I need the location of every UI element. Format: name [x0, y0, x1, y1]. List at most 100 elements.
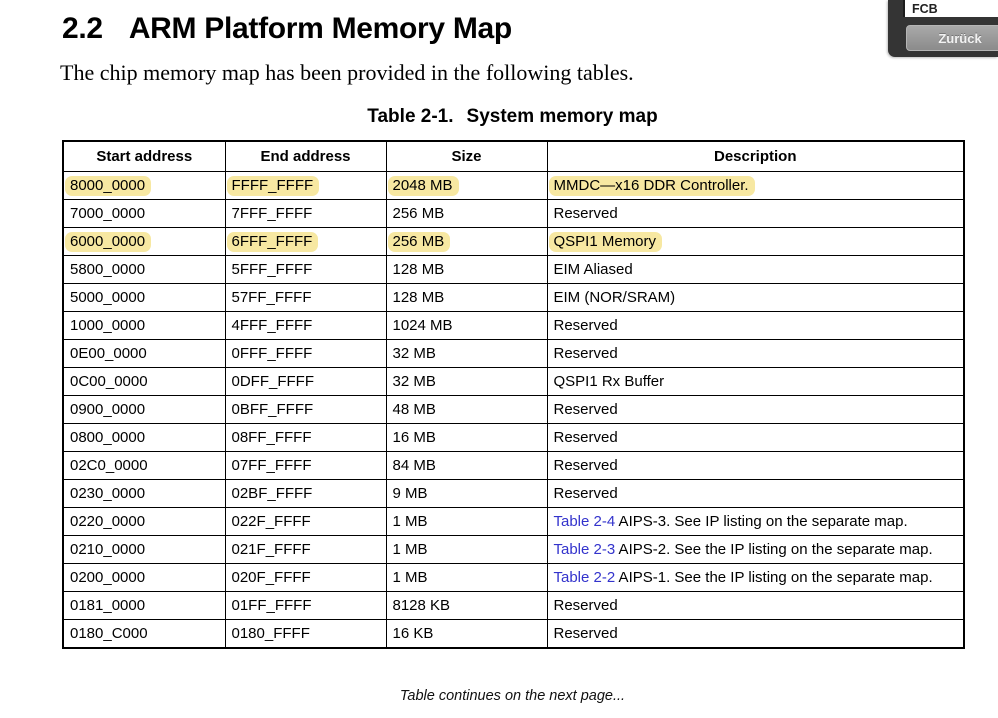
highlight: 2048 MB — [387, 176, 459, 196]
size-cell: 16 KB — [385, 619, 548, 649]
section-heading: 2.2 ARM Platform Memory Map — [62, 12, 512, 46]
start-address-cell: 0210_0000 — [62, 535, 226, 564]
start-address-cell: 6000_0000 — [62, 227, 226, 256]
end-address-cell: 4FFF_FFFF — [224, 311, 387, 340]
section-number: 2.2 — [62, 12, 103, 45]
description-cell: Reserved — [546, 395, 965, 424]
fcb-field[interactable]: FCB — [903, 0, 998, 17]
start-address-cell: 7000_0000 — [62, 199, 226, 228]
description-cell: Reserved — [546, 311, 965, 340]
highlight: FFFF_FFFF — [226, 176, 320, 196]
size-cell: 1 MB — [385, 507, 548, 536]
end-address-cell: 6FFF_FFFF — [224, 227, 387, 256]
size-cell: 8128 KB — [385, 591, 548, 620]
highlight: QSPI1 Memory — [548, 232, 663, 252]
description-cell: EIM (NOR/SRAM) — [546, 283, 965, 312]
start-address-cell: 0E00_0000 — [62, 339, 226, 368]
continuation-note: Table continues on the next page... — [399, 688, 626, 704]
size-cell: 128 MB — [385, 255, 548, 284]
description-cell: Reserved — [546, 199, 965, 228]
highlight: MMDC—x16 DDR Controller. — [548, 176, 755, 196]
header-row: Start address End address Size Descripti… — [62, 140, 965, 172]
description-cell: Reserved — [546, 423, 965, 452]
column-header-description: Description — [546, 140, 965, 172]
section-title: ARM Platform Memory Map — [128, 12, 512, 45]
start-address-cell: 0230_0000 — [62, 479, 226, 508]
description-cell: Reserved — [546, 619, 965, 649]
start-address-cell: 0C00_0000 — [62, 367, 226, 396]
column-header-start-address: Start address — [62, 140, 226, 172]
size-cell: 16 MB — [385, 423, 548, 452]
end-address-cell: 01FF_FFFF — [224, 591, 387, 620]
start-address-cell: 5800_0000 — [62, 255, 226, 284]
end-address-cell: 08FF_FFFF — [224, 423, 387, 452]
highlight: 6FFF_FFFF — [226, 232, 319, 252]
intro-paragraph: The chip memory map has been provided in… — [60, 60, 634, 85]
start-address-cell: 0800_0000 — [62, 423, 226, 452]
end-address-cell: 0180_FFFF — [224, 619, 387, 649]
size-cell: 32 MB — [385, 367, 548, 396]
size-cell: 32 MB — [385, 339, 548, 368]
table-cross-reference-link[interactable]: Table 2-3 — [553, 541, 616, 558]
end-address-cell: 0FFF_FFFF — [224, 339, 387, 368]
end-address-cell: 57FF_FFFF — [224, 283, 387, 312]
description-cell: Reserved — [546, 339, 965, 368]
description-cell: Reserved — [546, 591, 965, 620]
description-cell: Table 2-3 AIPS-2. See the IP listing on … — [546, 535, 965, 564]
end-address-cell: 02BF_FFFF — [224, 479, 387, 508]
description-cell: MMDC—x16 DDR Controller. — [546, 171, 965, 200]
start-address-cell: 8000_0000 — [62, 171, 226, 200]
description-cell: QSPI1 Rx Buffer — [546, 367, 965, 396]
column-header-end-address: End address — [224, 140, 387, 172]
size-cell: 2048 MB — [385, 171, 548, 200]
start-address-cell: 0180_C000 — [62, 619, 226, 649]
description-cell: Table 2-2 AIPS-1. See the IP listing on … — [546, 563, 965, 592]
table-caption: Table 2-1.System memory map — [62, 106, 963, 128]
end-address-cell: 07FF_FFFF — [224, 451, 387, 480]
highlight: 256 MB — [387, 232, 451, 252]
end-address-cell: 0BFF_FFFF — [224, 395, 387, 424]
table-cross-reference-link[interactable]: Table 2-2 — [553, 569, 616, 586]
size-cell: 1 MB — [385, 535, 548, 564]
highlight: 6000_0000 — [65, 232, 152, 252]
column-header-size: Size — [385, 140, 548, 172]
overlay-panel: FCB Zurück — [888, 0, 998, 57]
description-cell: Reserved — [546, 479, 965, 508]
description-cell: Table 2-4 AIPS-3. See IP listing on the … — [546, 507, 965, 536]
start-address-cell: 0181_0000 — [62, 591, 226, 620]
start-address-cell: 0900_0000 — [62, 395, 226, 424]
size-cell: 256 MB — [385, 227, 548, 256]
size-cell: 84 MB — [385, 451, 548, 480]
end-address-cell: 5FFF_FFFF — [224, 255, 387, 284]
table-caption-label: Table 2-1. — [367, 106, 454, 127]
start-address-cell: 5000_0000 — [62, 283, 226, 312]
size-cell: 1 MB — [385, 563, 548, 592]
table-row: 6000_0000 6FFF_FFFF 256 MB QSPI1 Memory — [62, 227, 965, 256]
size-cell: 256 MB — [385, 199, 548, 228]
size-cell: 48 MB — [385, 395, 548, 424]
memory-map-table: Start address End address Size Descripti… — [62, 140, 965, 649]
table-cross-reference-link[interactable]: Table 2-4 — [553, 513, 616, 530]
start-address-cell: 1000_0000 — [62, 311, 226, 340]
back-button[interactable]: Zurück — [906, 25, 998, 51]
start-address-cell: 0200_0000 — [62, 563, 226, 592]
end-address-cell: 7FFF_FFFF — [224, 199, 387, 228]
description-cell: EIM Aliased — [546, 255, 965, 284]
description-cell: QSPI1 Memory — [546, 227, 965, 256]
end-address-cell: 0DFF_FFFF — [224, 367, 387, 396]
size-cell: 1024 MB — [385, 311, 548, 340]
